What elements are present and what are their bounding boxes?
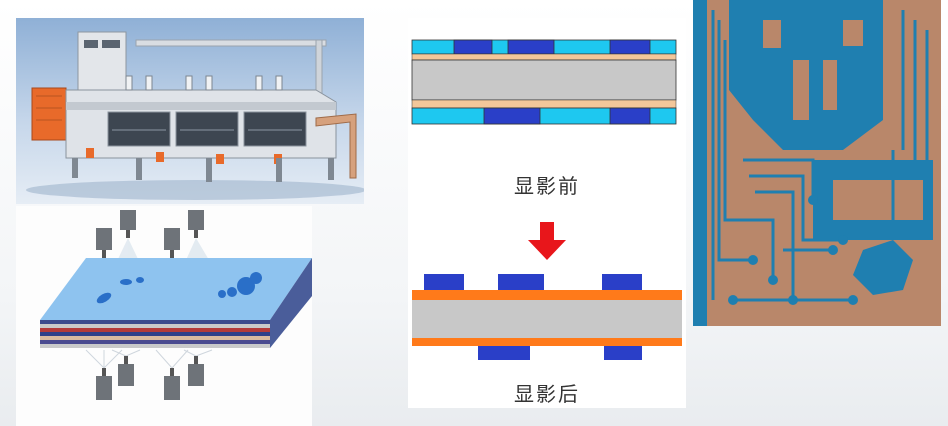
spray-nozzle-icon [96, 356, 204, 400]
developing-machine-image [16, 18, 364, 204]
down-arrow-icon [528, 222, 566, 260]
spray-nozzle-icon [96, 210, 204, 258]
caption-before-development: 显影前 [514, 174, 580, 198]
developed-pcb-image [693, 0, 941, 326]
caption-after-development: 显影后 [514, 382, 580, 406]
development-cross-section-diagram: 显影前 显影后 [408, 18, 686, 408]
spray-developing-illustration [16, 206, 312, 426]
